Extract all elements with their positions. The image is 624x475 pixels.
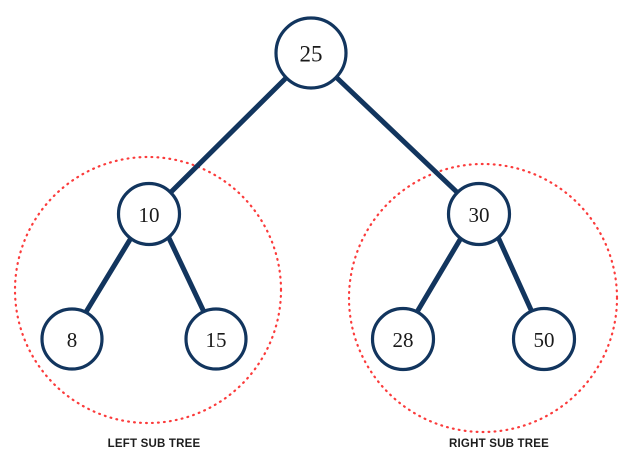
subtree-captions: LEFT SUB TREE RIGHT SUB TREE xyxy=(108,438,549,450)
node-right-left-value: 28 xyxy=(393,328,414,352)
subtree-group-circles xyxy=(13,155,619,434)
node-right[interactable]: 30 xyxy=(446,181,512,247)
node-left[interactable]: 10 xyxy=(116,181,182,247)
node-left-right-value: 15 xyxy=(206,328,227,352)
edge-30-to-50 xyxy=(495,234,535,315)
edge-10-to-8 xyxy=(83,235,134,315)
right-subtree-caption: RIGHT SUB TREE xyxy=(449,438,549,450)
node-root-value: 25 xyxy=(300,42,323,67)
edge-10-to-15 xyxy=(165,233,207,315)
node-root-circle[interactable] xyxy=(274,16,348,90)
node-right-left-circle[interactable] xyxy=(370,306,436,372)
node-left-value: 10 xyxy=(139,203,160,227)
left-subtree-caption: LEFT SUB TREE xyxy=(108,438,201,450)
node-left-right-circle[interactable] xyxy=(184,307,248,371)
node-left-left-circle[interactable] xyxy=(40,307,104,371)
right-subtree-dotted-circle xyxy=(347,162,619,434)
left-subtree-dotted-circle xyxy=(13,155,283,425)
tree-edges xyxy=(83,75,535,315)
node-right-right-circle[interactable] xyxy=(511,306,577,372)
edge-30-to-28 xyxy=(414,235,464,315)
node-right-left[interactable]: 28 xyxy=(370,306,436,372)
node-right-right[interactable]: 50 xyxy=(511,306,577,372)
node-left-left-value: 8 xyxy=(67,328,78,352)
node-root[interactable]: 25 xyxy=(274,16,348,90)
node-left-right[interactable]: 15 xyxy=(184,307,248,371)
tree-nodes: 25 10 30 8 15 28 xyxy=(40,16,577,372)
edge-25-to-30 xyxy=(334,75,464,199)
node-right-circle[interactable] xyxy=(446,181,512,247)
node-left-circle[interactable] xyxy=(116,181,182,247)
node-right-right-value: 50 xyxy=(534,328,555,352)
node-right-value: 30 xyxy=(469,203,490,227)
edge-25-to-10 xyxy=(165,75,289,198)
node-left-left[interactable]: 8 xyxy=(40,307,104,371)
